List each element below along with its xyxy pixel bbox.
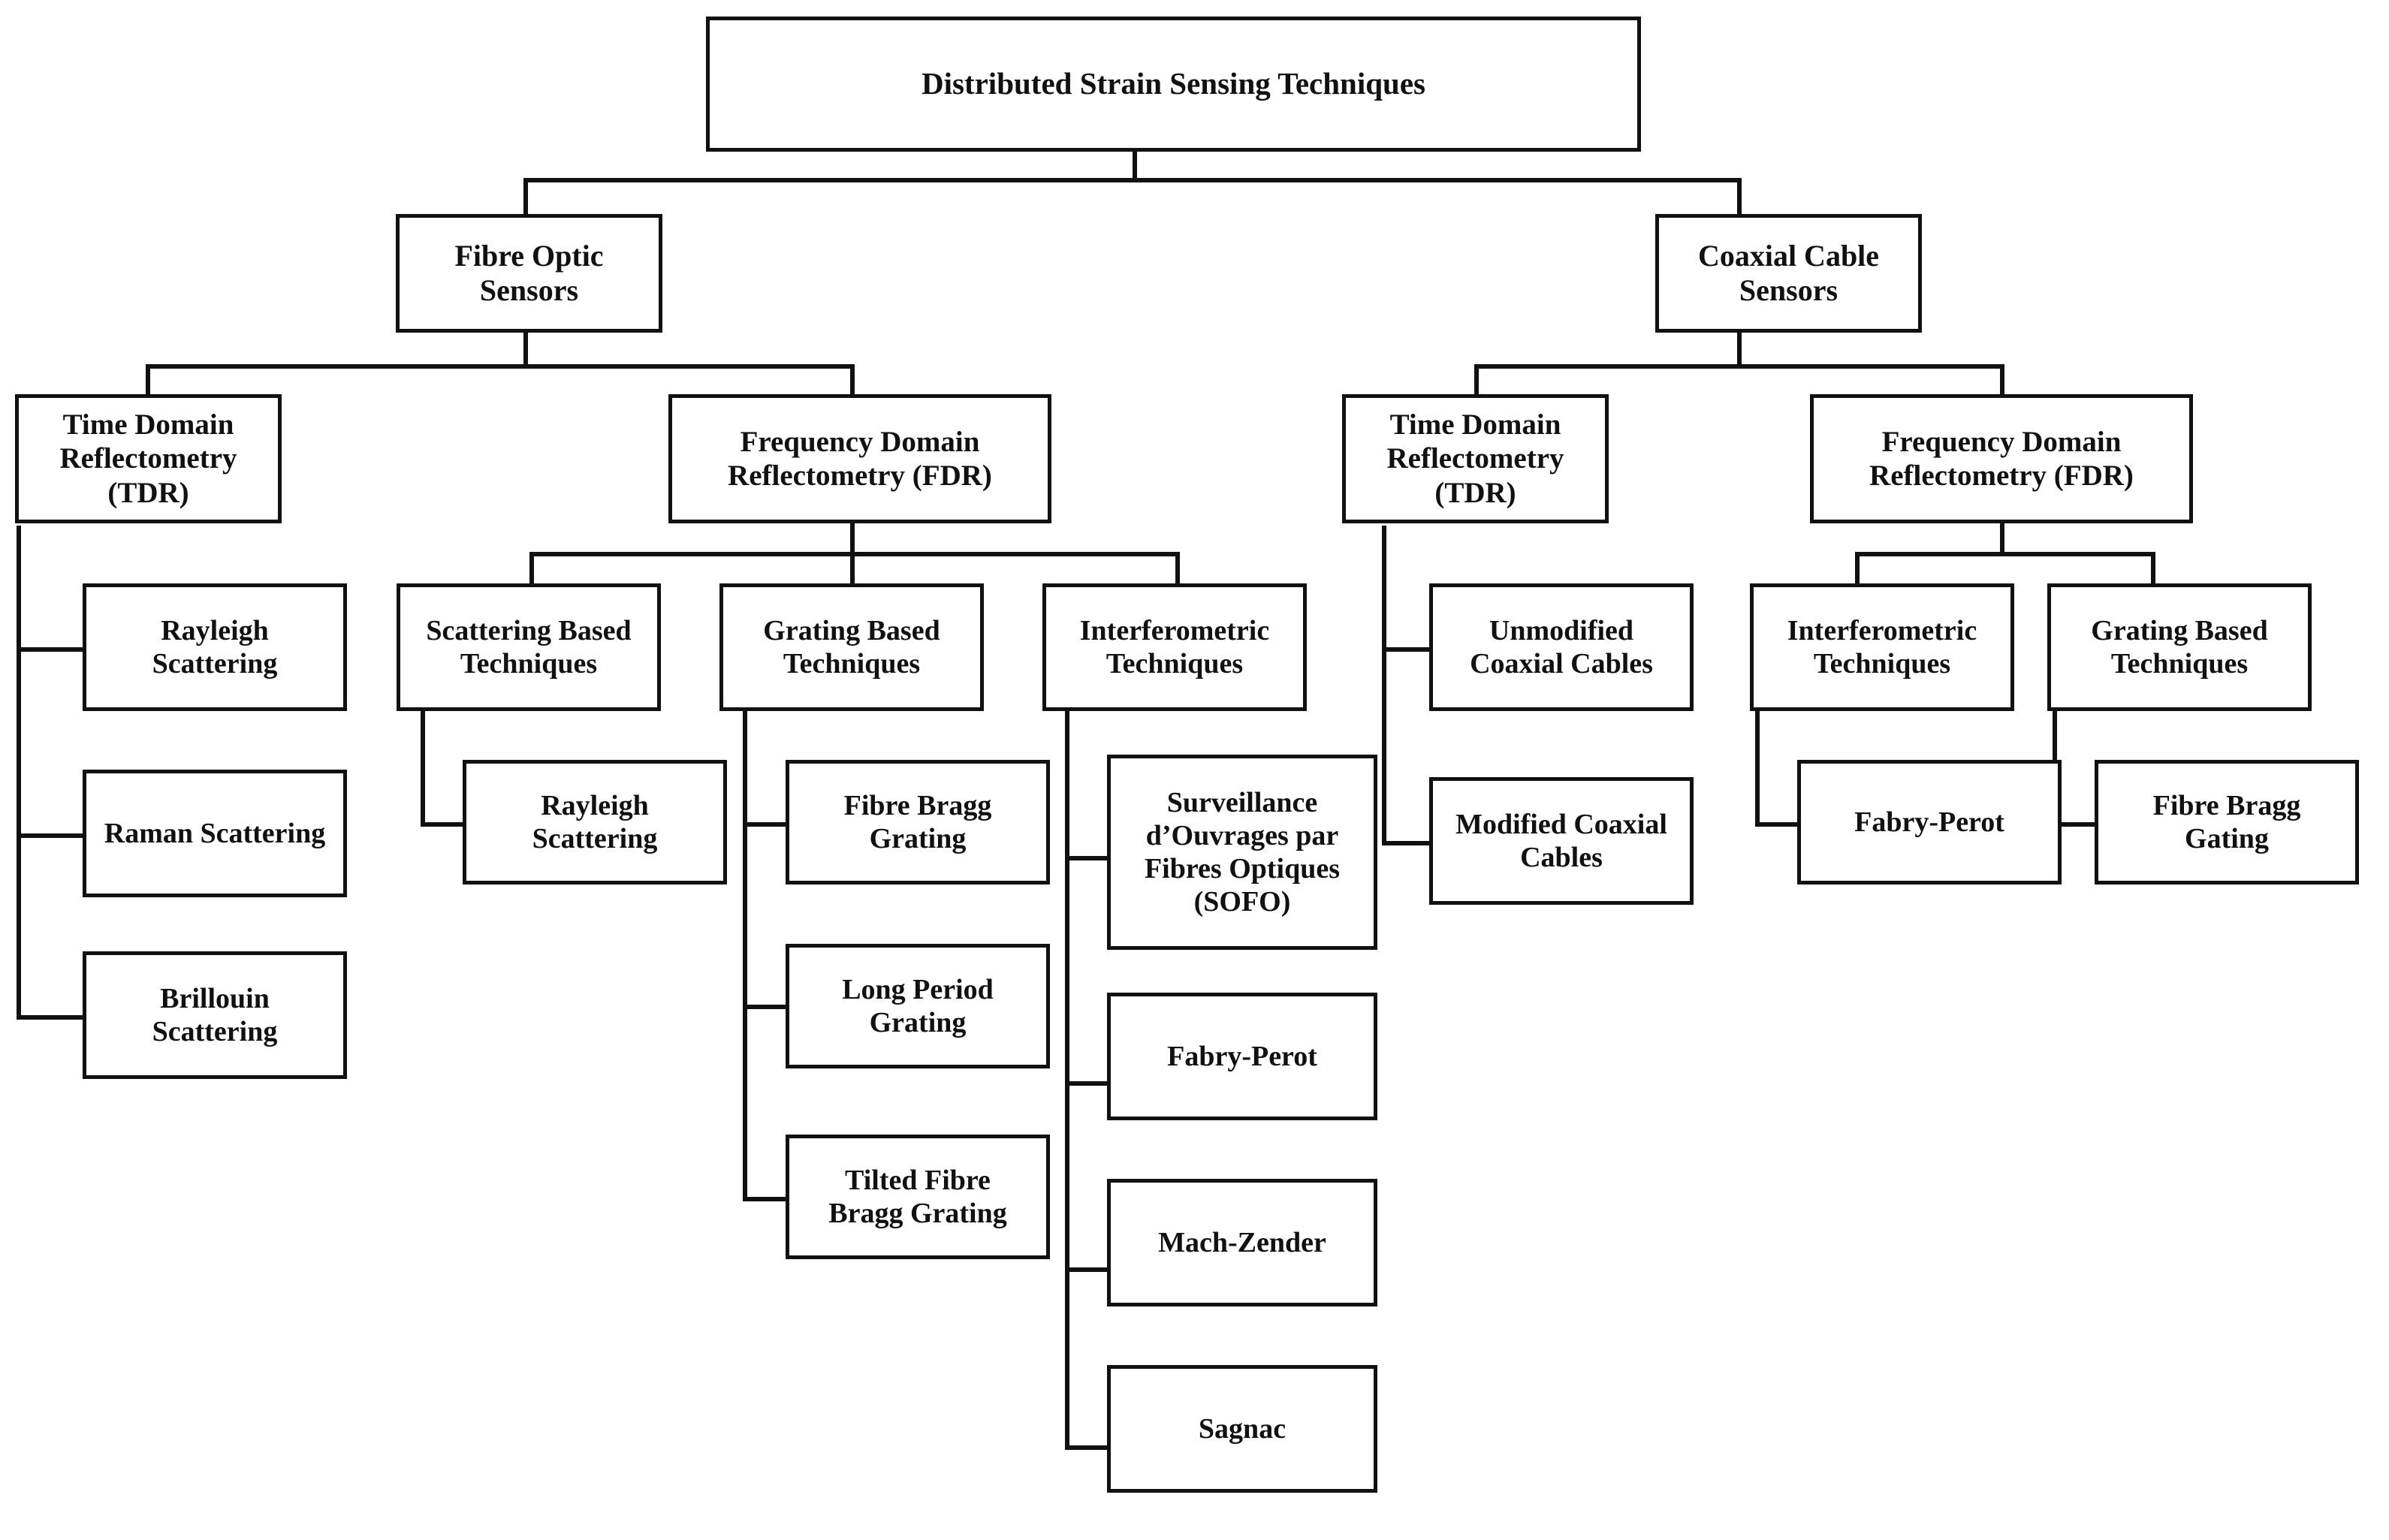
node-scattering-based-techniques[interactable]: Scattering Based Techniques [397,583,661,711]
connector-root-down [1133,152,1137,180]
node-fo-tdr-rayleigh-scattering-label: Rayleigh Scattering [152,614,278,680]
node-interf-fabry-perot[interactable]: Fabry-Perot [1107,993,1377,1120]
connector-to-cc-grating [2151,552,2155,583]
connector-to-interferometric [1175,552,1180,583]
connector-grating-to-lpg [743,1005,786,1009]
connector-scattering-to-rayleigh [421,822,464,827]
node-fo-tdr-raman-scattering[interactable]: Raman Scattering [83,770,347,897]
node-cc-fibre-bragg-gating[interactable]: Fibre Bragg Gating [2095,760,2359,885]
node-fo-fdr[interactable]: Frequency Domain Reflectometry (FDR) [668,394,1051,523]
connector-interf-to-sofo [1065,856,1109,860]
connector-to-fo-tdr [146,364,150,394]
node-cc-fabry-perot[interactable]: Fabry-Perot [1797,760,2062,885]
node-fo-fdr-label: Frequency Domain Reflectometry (FDR) [728,425,992,492]
node-coaxial-cable-sensors-label: Coaxial Cable Sensors [1697,238,1880,307]
node-interf-mach-zender-label: Mach-Zender [1158,1226,1326,1258]
node-interferometric-techniques-label: Interferometric Techniques [1079,614,1270,680]
connector-scattering-spine [421,706,425,822]
node-fo-tdr-brillouin-scattering-label: Brillouin Scattering [152,982,278,1047]
node-fibre-bragg-grating-label: Fibre Bragg Grating [843,789,992,854]
connector-cc-tdr-to-unmodified [1382,647,1431,652]
connector-fo-fdr-children-bus [529,552,1180,556]
node-cc-fdr-label: Frequency Domain Reflectometry (FDR) [1869,425,2134,492]
connector-cc-grating-to-fbg [2053,822,2096,827]
connector-level2-bus [523,178,1742,182]
connector-fo-tdr-to-brillouin [17,1015,84,1020]
connector-to-cc-fdr [2000,364,2004,394]
node-scattering-rayleigh-scattering[interactable]: Rayleigh Scattering [463,760,727,885]
node-scattering-rayleigh-scattering-label: Rayleigh Scattering [532,789,658,854]
connector-interferometric-spine [1065,706,1069,1445]
node-cc-tdr[interactable]: Time Domain Reflectometry (TDR) [1342,394,1609,523]
connector-coaxial-children-bus [1474,364,2004,369]
connector-fo-tdr-spine [17,526,21,1017]
node-cc-fdr[interactable]: Frequency Domain Reflectometry (FDR) [1810,394,2193,523]
node-long-period-grating-label: Long Period Grating [842,973,994,1038]
connector-to-fo-fdr [850,364,855,394]
node-cc-tdr-label: Time Domain Reflectometry (TDR) [1386,408,1564,509]
node-fo-tdr-raman-scattering-label: Raman Scattering [104,817,326,849]
node-tilted-fibre-bragg-grating-label: Tilted Fibre Bragg Grating [828,1164,1007,1229]
connector-fibre-children-bus [146,364,855,369]
connector-fibre-optic-down [523,333,528,369]
connector-cc-tdr-to-modified [1382,841,1431,845]
node-interf-mach-zender[interactable]: Mach-Zender [1107,1179,1377,1306]
connector-coaxial-down [1737,333,1742,369]
connector-grating-to-fbg [743,822,786,827]
connector-to-grating-based [850,552,855,583]
node-cc-fibre-bragg-gating-label: Fibre Bragg Gating [2152,789,2301,854]
node-tilted-fibre-bragg-grating[interactable]: Tilted Fibre Bragg Grating [786,1135,1050,1259]
node-modified-coaxial-cables-label: Modified Coaxial Cables [1455,808,1667,873]
node-fo-tdr-label: Time Domain Reflectometry (TDR) [59,408,237,509]
connector-cc-interf-to-fabry [1755,822,1799,827]
connector-grating-to-tfbg [743,1197,786,1201]
connector-to-cc-interferometric [1855,552,1860,583]
node-fo-tdr-rayleigh-scattering[interactable]: Rayleigh Scattering [83,583,347,711]
node-cc-interferometric-techniques[interactable]: Interferometric Techniques [1750,583,2014,711]
node-interf-fabry-perot-label: Fabry-Perot [1167,1040,1317,1072]
node-root-label: Distributed Strain Sensing Techniques [922,66,1425,101]
node-unmodified-coaxial-cables[interactable]: Unmodified Coaxial Cables [1429,583,1694,711]
node-fo-tdr-brillouin-scattering[interactable]: Brillouin Scattering [83,951,347,1079]
connector-to-coaxial [1737,178,1742,214]
connector-fo-tdr-to-rayleigh [17,647,84,652]
node-interferometric-techniques[interactable]: Interferometric Techniques [1042,583,1307,711]
node-grating-based-techniques-label: Grating Based Techniques [763,614,940,680]
node-long-period-grating[interactable]: Long Period Grating [786,944,1050,1068]
node-fibre-optic-sensors-label: Fibre Optic Sensors [454,238,604,307]
node-fo-tdr[interactable]: Time Domain Reflectometry (TDR) [15,394,282,523]
connector-to-fibre-optic [523,178,528,214]
node-modified-coaxial-cables[interactable]: Modified Coaxial Cables [1429,777,1694,905]
node-sofo-label: Surveillance d’Ouvrages par Fibres Optiq… [1144,786,1341,918]
connector-interf-to-mach-zender [1065,1267,1109,1272]
node-fibre-bragg-grating[interactable]: Fibre Bragg Grating [786,760,1050,885]
connector-to-scattering-based [529,552,534,583]
connector-cc-fdr-down [2000,520,2004,556]
node-cc-interferometric-techniques-label: Interferometric Techniques [1787,614,1977,680]
node-scattering-based-techniques-label: Scattering Based Techniques [426,614,632,680]
connector-fo-tdr-to-raman [17,833,84,838]
node-cc-grating-based-techniques[interactable]: Grating Based Techniques [2047,583,2312,711]
node-cc-grating-based-techniques-label: Grating Based Techniques [2091,614,2268,680]
node-coaxial-cable-sensors[interactable]: Coaxial Cable Sensors [1655,214,1922,333]
connector-cc-tdr-spine [1382,526,1386,845]
node-interf-sagnac-label: Sagnac [1198,1412,1287,1445]
node-cc-fabry-perot-label: Fabry-Perot [1854,806,2004,838]
connector-fo-fdr-down [850,520,855,556]
connector-cc-interf-spine [1755,706,1760,822]
connector-cc-fdr-children-bus [1855,552,2155,556]
node-interf-sagnac[interactable]: Sagnac [1107,1365,1377,1493]
connector-interf-to-sagnac [1065,1445,1109,1450]
connector-grating-spine [743,706,747,1201]
connector-to-cc-tdr [1474,364,1479,394]
node-fibre-optic-sensors[interactable]: Fibre Optic Sensors [396,214,662,333]
connector-interf-to-fabry-perot [1065,1081,1109,1086]
node-grating-based-techniques[interactable]: Grating Based Techniques [719,583,984,711]
node-root[interactable]: Distributed Strain Sensing Techniques [706,17,1641,152]
node-unmodified-coaxial-cables-label: Unmodified Coaxial Cables [1470,614,1653,680]
node-sofo[interactable]: Surveillance d’Ouvrages par Fibres Optiq… [1107,755,1377,950]
